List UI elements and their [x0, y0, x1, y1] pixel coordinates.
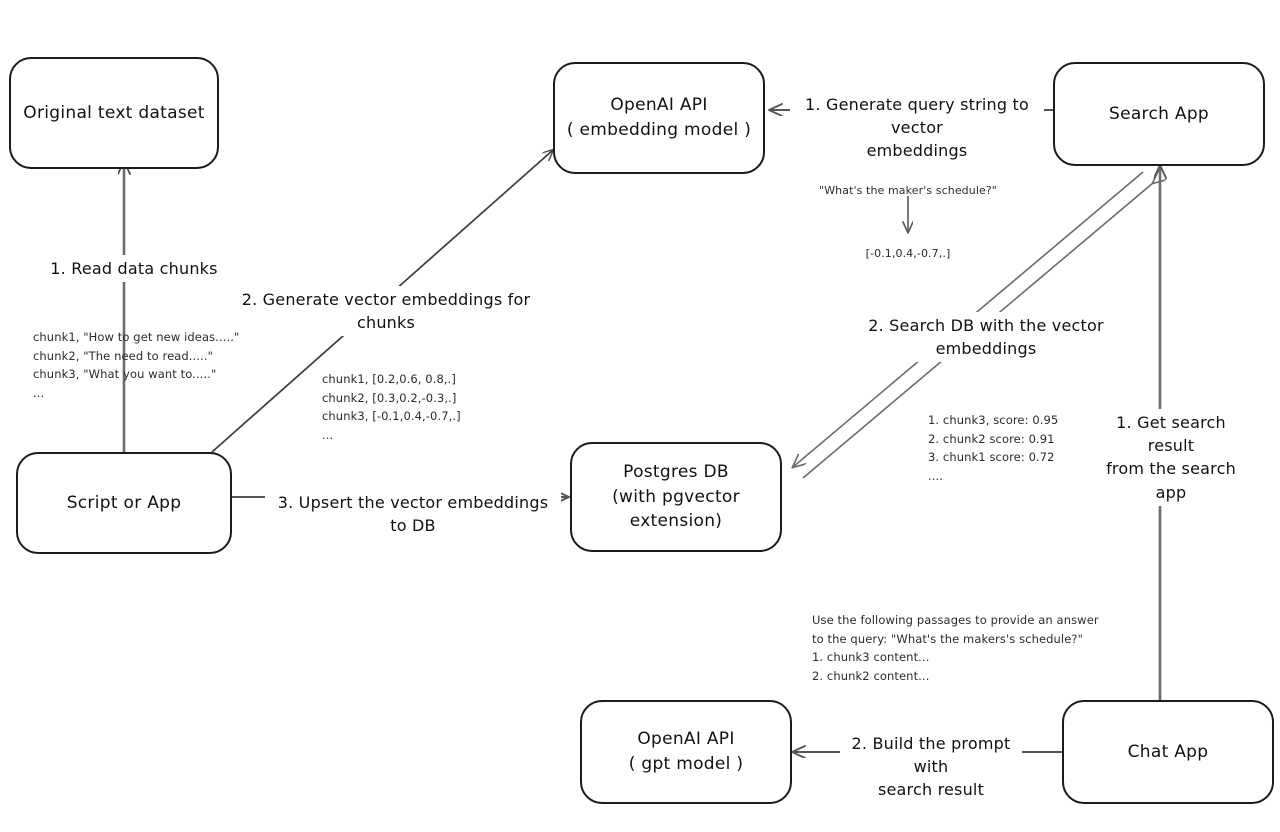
- node-search-app[interactable]: Search App: [1053, 62, 1265, 166]
- node-label-line1: Postgres DB: [623, 462, 729, 483]
- node-openai-api-embedding-model[interactable]: OpenAI API ( embedding model ): [553, 62, 765, 174]
- node-original-text-dataset[interactable]: Original text dataset: [9, 57, 219, 169]
- node-label-line2: ( embedding model ): [566, 120, 752, 140]
- node-label-line1: OpenAI API: [610, 95, 708, 116]
- node-label: Chat App: [1127, 741, 1209, 762]
- node-label-line2: ( gpt model ): [628, 754, 744, 774]
- node-chat-app[interactable]: Chat App: [1062, 700, 1274, 804]
- note-chunk-embeddings: chunk1, [0.2,0.6, 0.8,.] chunk2, [0.3,0.…: [322, 372, 461, 442]
- edge-label-read-data-chunks: 1. Read data chunks: [40, 255, 228, 283]
- edge-label-generate-vector-embeddings: 2. Generate vector embeddings for chunks: [236, 286, 536, 337]
- edge-label-search-db: 2. Search DB with the vector embeddings: [826, 312, 1146, 363]
- note-search-scores: 1. chunk3, score: 0.95 2. chunk2 score: …: [928, 413, 1059, 483]
- node-script-or-app[interactable]: Script or App: [16, 452, 232, 554]
- node-label: Script or App: [66, 492, 182, 513]
- node-postgres-db[interactable]: Postgres DB (with pgvector extension): [570, 442, 782, 552]
- note-prompt-text: Use the following passages to provide an…: [812, 613, 1099, 683]
- edge-label-upsert-embeddings: 3. Upsert the vector embeddings to DB: [265, 489, 561, 540]
- node-label: Search App: [1108, 103, 1210, 124]
- edge-label-build-prompt: 2. Build the prompt with search result: [840, 730, 1022, 804]
- node-label-line2: (with pgvector extension): [612, 486, 740, 532]
- note-chunks-text: chunk1, "How to get new ideas....." chun…: [33, 330, 240, 400]
- node-label-line1: OpenAI API: [637, 729, 735, 750]
- note-query-string: "What's the maker's schedule?": [819, 184, 997, 197]
- edge-label-generate-query-string: 1. Generate query string to vector embed…: [790, 91, 1044, 165]
- node-openai-api-gpt-model[interactable]: OpenAI API ( gpt model ): [580, 700, 792, 804]
- note-query-embedding: [-0.1,0.4,-0.7,.]: [865, 247, 951, 260]
- node-label: Original text dataset: [23, 102, 205, 123]
